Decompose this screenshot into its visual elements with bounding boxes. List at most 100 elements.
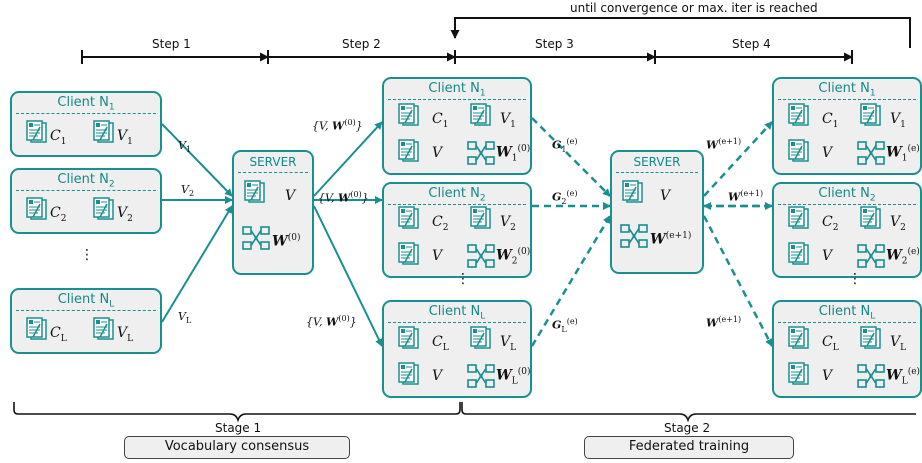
math-label: C1 [822, 111, 839, 130]
client-title: Client N1 [428, 81, 486, 99]
loop-label: until convergence or max. iter is reache… [570, 1, 818, 15]
edge-label: VL [178, 310, 192, 326]
network-icon [467, 364, 495, 392]
client-title: Client NL [428, 304, 486, 322]
stage1-phase-box: Vocabulary consensus [124, 436, 350, 459]
document-icon [398, 362, 420, 390]
document-icon [788, 206, 810, 234]
arrow-cL-server [161, 205, 233, 323]
math-label: C2 [822, 214, 839, 233]
math-label: W(e+1) [650, 231, 692, 248]
document-icon [788, 103, 810, 131]
math-label: V [432, 368, 443, 384]
step3-label: Step 3 [535, 37, 574, 51]
edge-label: G1(e) [552, 137, 578, 154]
math-label: V1 [500, 111, 516, 130]
network-icon [242, 226, 270, 254]
math-label: VL [117, 325, 134, 344]
network-icon [467, 141, 495, 169]
network-icon [857, 141, 885, 169]
math-label: V2 [890, 214, 906, 233]
math-label: V1 [117, 128, 133, 147]
arrow-cL-server2 [530, 215, 612, 347]
document-icon [788, 242, 810, 270]
document-icon [93, 197, 115, 225]
network-icon [857, 364, 885, 392]
edge-label: {V, W(0)} [318, 190, 369, 205]
network-icon [857, 244, 885, 272]
math-label: V [285, 188, 296, 204]
math-label: W(0) [272, 233, 301, 250]
document-icon [26, 197, 48, 225]
document-icon [93, 317, 115, 345]
stage2-label: Stage 2 [664, 421, 711, 435]
stage1-brace [13, 402, 461, 423]
edge-label: V1 [178, 139, 192, 155]
math-label: V [432, 248, 443, 264]
arrow-server-c1 [313, 121, 383, 197]
math-label: C1 [50, 128, 67, 147]
loop-bracket [450, 17, 911, 48]
math-label: V2 [117, 205, 133, 224]
stage2-brace [461, 402, 916, 423]
step4-label: Step 4 [732, 37, 771, 51]
math-label: CL [822, 334, 839, 353]
math-label: V2 [500, 214, 516, 233]
document-icon [26, 317, 48, 345]
math-label: CL [50, 325, 67, 344]
stage1-label: Stage 1 [215, 421, 262, 435]
arrow-server2-c1 [703, 121, 773, 197]
step1-label: Step 1 [152, 37, 191, 51]
document-icon [244, 180, 266, 208]
edge-label: {V, W(0)} [306, 314, 357, 329]
document-icon [398, 103, 420, 131]
math-label: V [822, 145, 833, 161]
math-label: VL [500, 334, 517, 353]
ellipsis: ⋮ [848, 271, 862, 287]
network-icon [467, 244, 495, 272]
edge-label: W(e+1) [728, 189, 764, 204]
math-label: C1 [432, 111, 449, 130]
document-icon [860, 326, 882, 354]
math-label: WL(0) [496, 367, 531, 387]
client-title: Client NL [57, 292, 115, 310]
network-icon [620, 224, 648, 252]
edge-label: W(e+1) [706, 315, 742, 330]
edge-label: GL(e) [552, 317, 578, 334]
ellipsis: ⋮ [80, 247, 94, 263]
math-label: V [822, 248, 833, 264]
document-icon [93, 120, 115, 148]
document-icon [860, 206, 882, 234]
client-title: Client N2 [428, 186, 486, 204]
document-icon [860, 103, 882, 131]
client-title: Client N2 [818, 186, 876, 204]
stage2-phase-box: Federated training [584, 436, 794, 459]
server-title: SERVER [633, 155, 681, 169]
math-label: C2 [432, 214, 449, 233]
ellipsis: ⋮ [456, 271, 470, 287]
arrow-c1-server2 [531, 117, 611, 197]
server-box-stage2: SERVER [610, 150, 704, 274]
document-icon [26, 120, 48, 148]
math-label: VL [890, 334, 907, 353]
client-title: Client N1 [818, 81, 876, 99]
document-icon [398, 206, 420, 234]
math-label: V [660, 188, 671, 204]
edge-label: W(e+1) [706, 137, 742, 152]
arrow-server2-cL [702, 215, 774, 347]
edge-label: {V, W(0)} [312, 118, 363, 133]
document-icon [398, 242, 420, 270]
document-icon [788, 326, 810, 354]
edge-label: G2(e) [552, 189, 578, 206]
client-title: Client NL [818, 304, 876, 322]
document-icon [788, 362, 810, 390]
client-box-L-left: Client NL [10, 288, 162, 354]
edge-label: V2 [181, 183, 195, 199]
document-icon [470, 326, 492, 354]
client-title: Client N1 [57, 95, 115, 113]
client-box-L-right: Client NL [772, 300, 922, 398]
document-icon [470, 206, 492, 234]
document-icon [398, 326, 420, 354]
math-label: W2(e) [886, 247, 920, 267]
